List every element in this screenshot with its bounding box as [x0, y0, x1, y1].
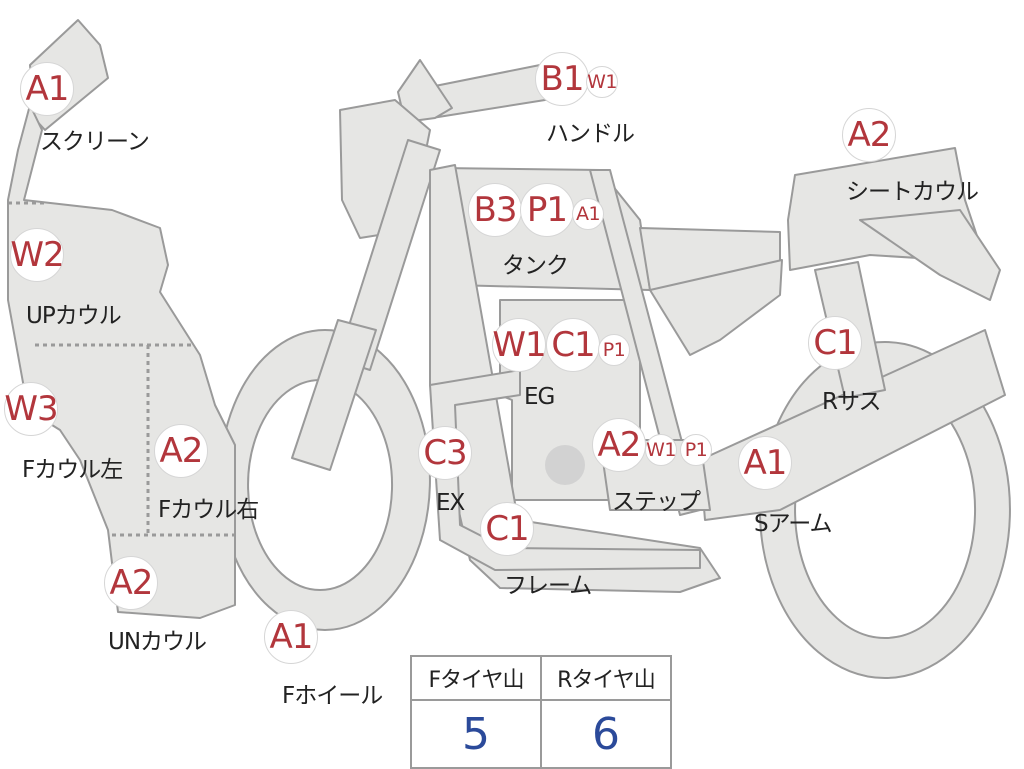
front-tire-header: Fタイヤ山 [410, 655, 542, 701]
step-badge-w1: W1 [645, 434, 677, 466]
uncowl-badge: A2 [104, 556, 158, 610]
fwheel-badge: A1 [264, 610, 318, 664]
fcowl-left-badge: W3 [4, 382, 59, 436]
handle-label: ハンドル [546, 121, 635, 147]
eg-label: EG [524, 384, 555, 410]
rear-tire-value: 6 [540, 699, 672, 769]
seat-tail [859, 209, 1001, 301]
frame-label: フレーム [504, 573, 592, 599]
rear-subframe [649, 259, 783, 356]
upcowl-badge: W2 [10, 228, 65, 282]
fork-lower [291, 319, 377, 471]
tank-badge-a1: A1 [572, 198, 604, 230]
step-label: ステップ [612, 489, 701, 515]
rear-tire-header: Rタイヤ山 [540, 655, 672, 701]
screen-label: スクリーン [40, 129, 150, 155]
step-badge-a2: A2 [592, 418, 646, 472]
seatcowl-label: シートカウル [846, 179, 979, 205]
handle-badge-b1: B1 [535, 52, 589, 106]
sarm-badge: A1 [738, 436, 792, 490]
ex-badge: C3 [418, 426, 472, 480]
screen-badge: A1 [20, 62, 74, 116]
tank-badge-b3: B3 [468, 183, 522, 237]
frame-badge: C1 [480, 502, 534, 556]
uncowl-label: UNカウル [108, 629, 207, 655]
upcowl-label: UPカウル [26, 303, 122, 329]
fcowl-left-label: Fカウル左 [22, 457, 123, 483]
tire-tread-table: Fタイヤ山 Rタイヤ山 5 6 [410, 655, 672, 769]
eg-badge-p1: P1 [598, 334, 630, 366]
handle-badge-w1: W1 [586, 66, 618, 98]
step-badge-p1: P1 [680, 434, 712, 466]
eg-badge-w1: W1 [492, 318, 547, 372]
seatcowl-badge: A2 [842, 108, 896, 162]
fcowl-right-label: Fカウル右 [158, 497, 259, 523]
engine-cover [545, 445, 585, 485]
rsus-badge: C1 [808, 316, 862, 370]
front-tire-value: 5 [410, 699, 542, 769]
tank-badge-p1: P1 [520, 183, 574, 237]
front-cowl [7, 104, 236, 619]
fwheel-label: Fホイール [282, 683, 383, 709]
ex-label: EX [436, 490, 465, 516]
tank-label: タンク [502, 253, 569, 279]
eg-badge-c1: C1 [546, 318, 600, 372]
sarm-label: Sアーム [754, 511, 833, 537]
front-wheel [218, 329, 431, 631]
fcowl-right-badge: A2 [154, 424, 208, 478]
front-fork [337, 139, 441, 371]
rsus-label: Rサス [822, 389, 882, 415]
